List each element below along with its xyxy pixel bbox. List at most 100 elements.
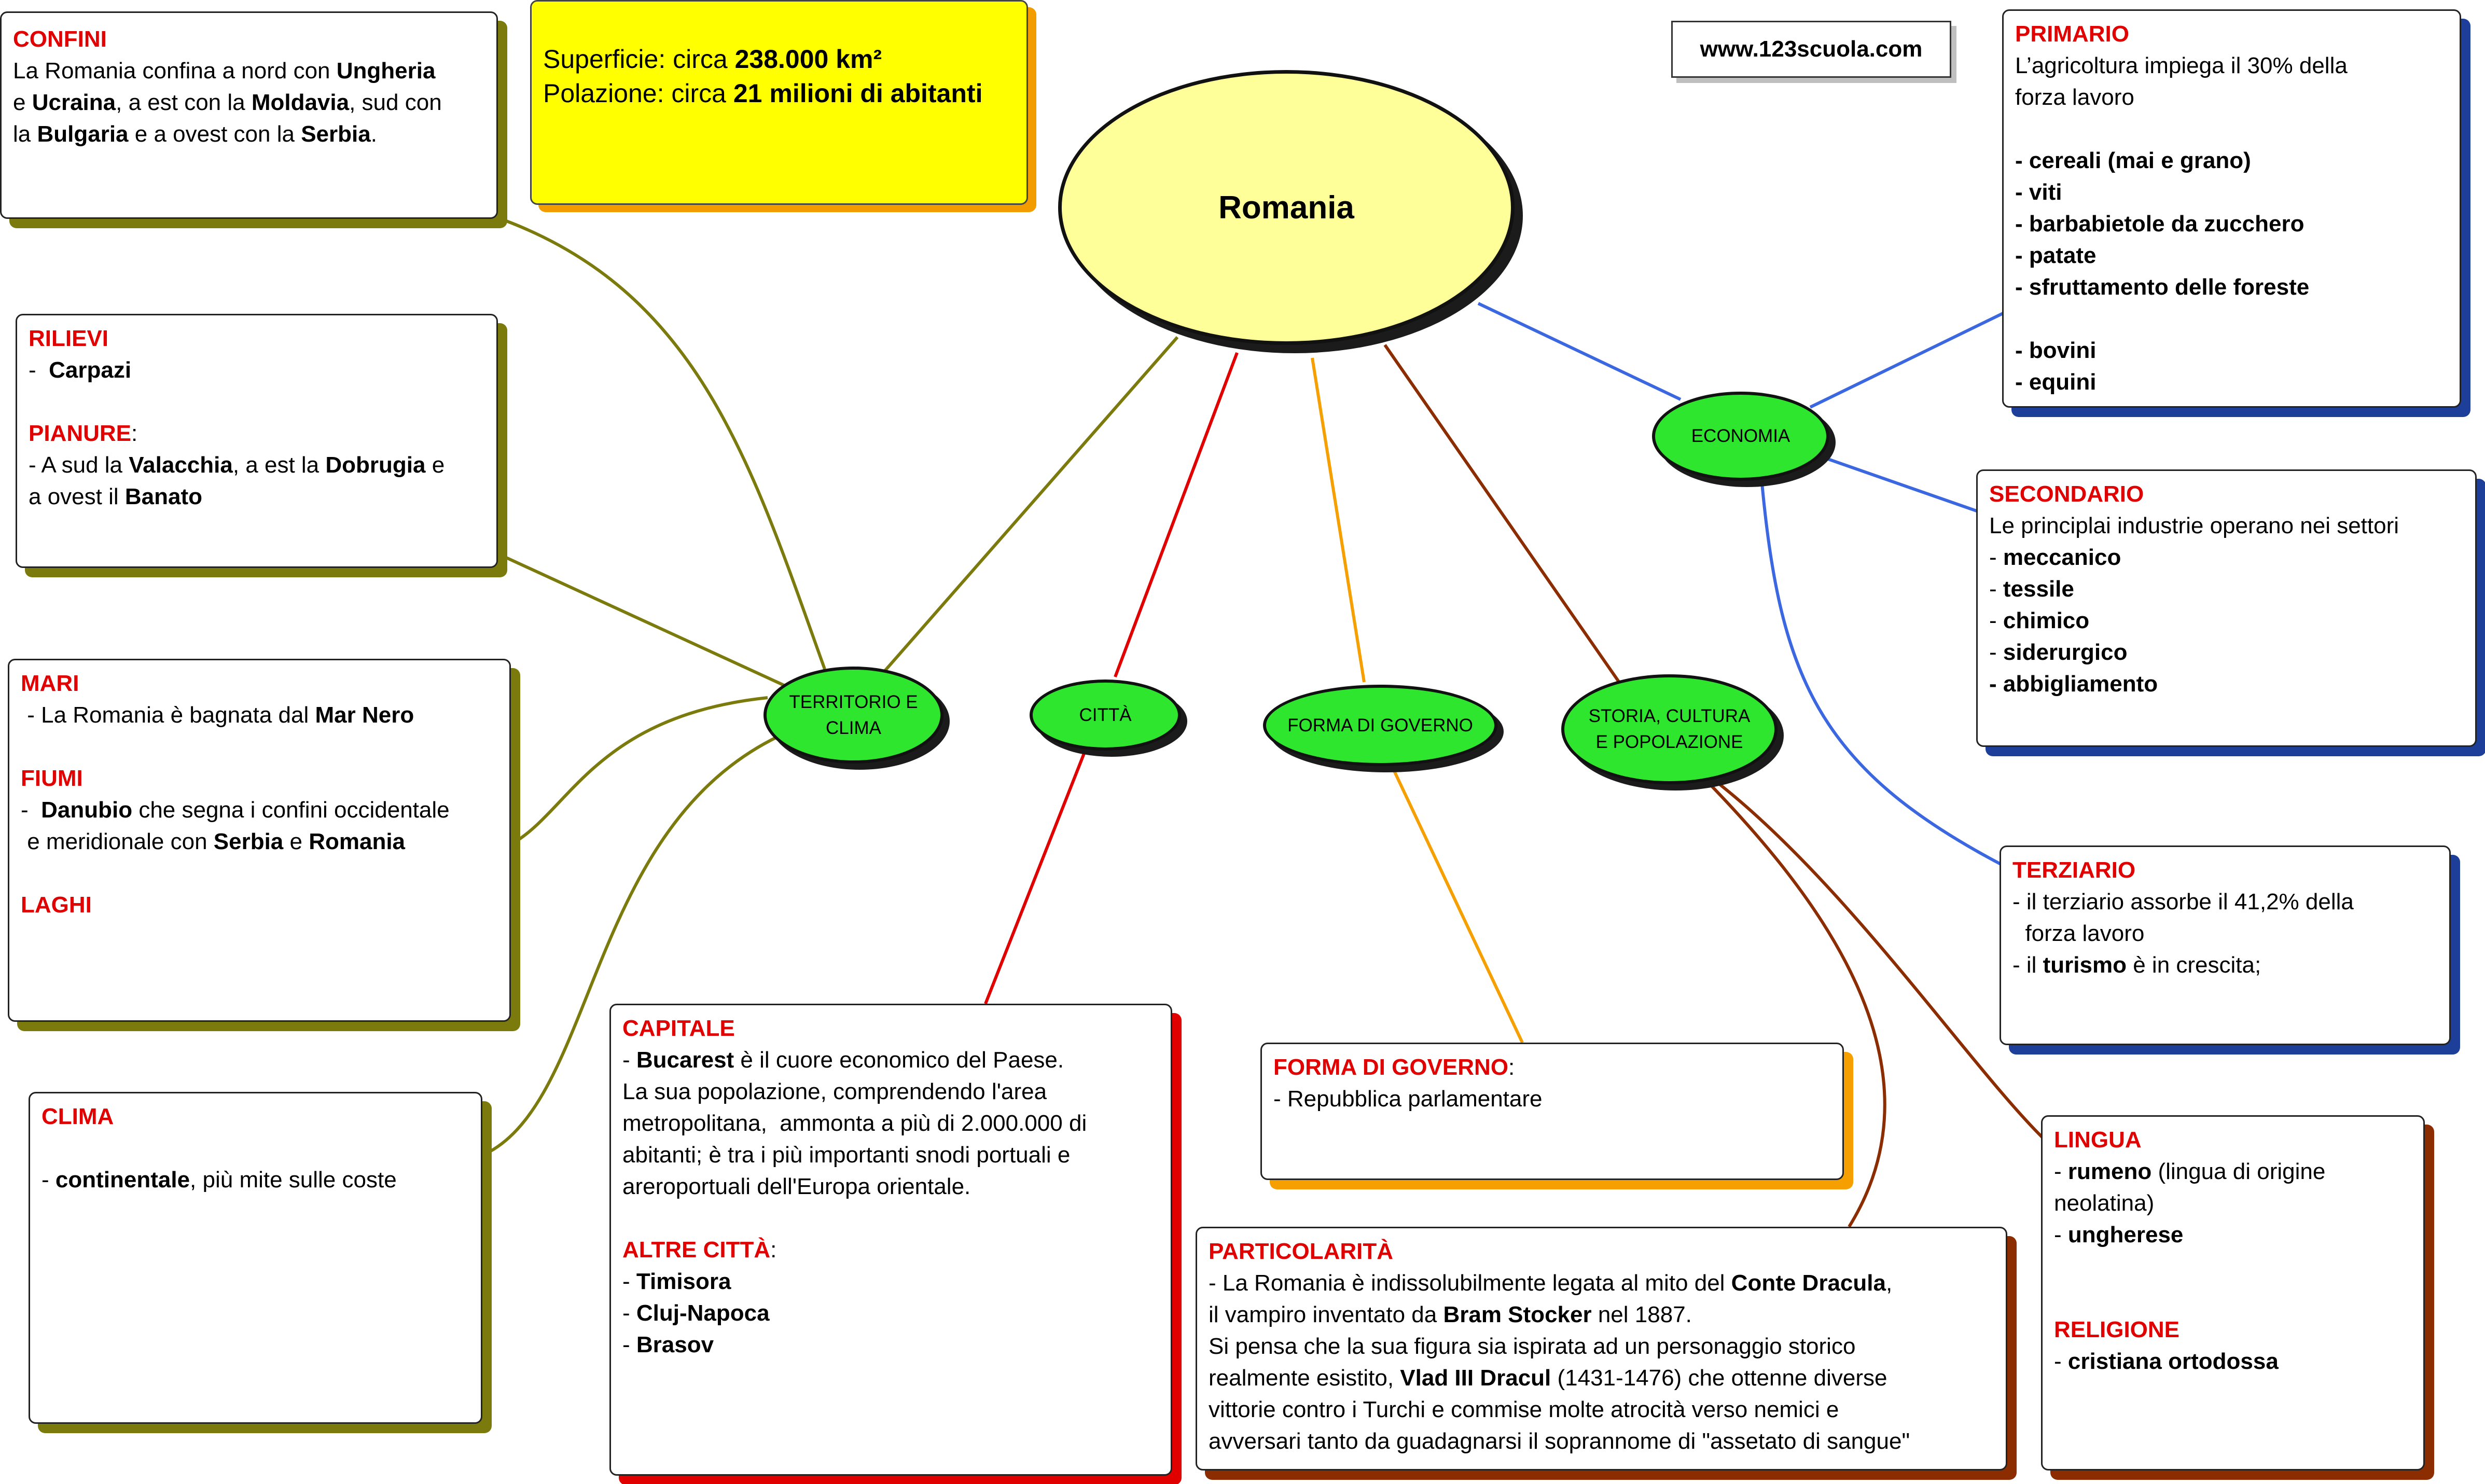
lingua-line: - cristiana ortodossa (2054, 1346, 2412, 1377)
section-heading: RILIEVI (29, 326, 109, 351)
primario-line: - sfruttamento delle foreste (2015, 271, 2448, 303)
text-segment: - (2054, 1222, 2068, 1247)
particolarita-line: - La Romania è indissolubilmente legata … (1209, 1267, 1994, 1299)
particolarita-line: avversari tanto da guadagnarsi il sopran… (1209, 1425, 1994, 1457)
website-label[interactable]: www.123scuola.com (1671, 21, 1951, 78)
particolarita-line: realmente esistito, Vlad III Dracul (143… (1209, 1362, 1994, 1394)
text-segment: , sud con (349, 90, 442, 115)
text-segment: - equini (2015, 369, 2097, 395)
text-segment: - (29, 357, 49, 383)
box-terziario: TERZIARIO - il terziario assorbe il 41,2%… (2000, 845, 2451, 1045)
blank-line (2054, 1282, 2412, 1314)
text-segment: . (370, 121, 377, 147)
blank-line (2015, 113, 2448, 145)
secondario-line: - chimico (1989, 605, 2464, 636)
text-segment: L’agricoltura impiega il 30% della (2015, 53, 2348, 78)
text-segment: e a ovest con la (128, 121, 301, 147)
mari-line: MARI (21, 668, 498, 699)
section-heading: ALTRE CITTÀ (622, 1237, 771, 1263)
connector-storia-lingua (1711, 776, 2048, 1143)
connector-citta-capitale (984, 746, 1088, 1005)
text-segment: : (1508, 1055, 1515, 1080)
text-segment: e meridionale con (21, 829, 214, 854)
text-segment: - patate (2015, 243, 2097, 268)
terziario-line: TERZIARIO (2012, 854, 2438, 886)
primario-line: - barbabietole da zucchero (2015, 208, 2448, 240)
box-confini: CONFINI La Romania confina a nord con Ung… (0, 11, 498, 219)
text-segment: : (131, 421, 138, 446)
text-segment: è il cuore economico del Paese. (734, 1047, 1064, 1073)
text-segment: Mar Nero (315, 702, 414, 728)
governo-line: FORMA DI GOVERNO: (1273, 1051, 1831, 1083)
lingua-line: - rumeno (lingua di origine (2054, 1156, 2412, 1187)
blank-line (2015, 303, 2448, 335)
info-population: Polazione: circa 21 milioni di abitanti (543, 76, 1015, 110)
text-segment: Serbia (301, 121, 371, 147)
text-segment: Ucraina (32, 90, 116, 115)
text-segment: - il terziario assorbe il 41,2% della (2012, 889, 2354, 914)
text-segment: - (622, 1047, 636, 1073)
capitale-line: metropolitana, ammonta a più di 2.000.00… (622, 1107, 1159, 1139)
text-segment: Danubio (41, 797, 133, 823)
capitale-line: - Bucarest è il cuore economico del Paes… (622, 1044, 1159, 1076)
clima-line: - continentale, più mite sulle coste (41, 1164, 469, 1196)
capitale-line: - Cluj-Napoca (622, 1297, 1159, 1329)
text-segment: Vlad III Dracul (1400, 1365, 1551, 1391)
text-segment: a ovest il (29, 484, 125, 509)
text-segment: metropolitana, ammonta a più di 2.000.00… (622, 1111, 1087, 1136)
text-segment: Romania (309, 829, 406, 854)
text-segment: la (13, 121, 37, 147)
connector-territorio-mari (512, 696, 768, 844)
text-segment: (lingua di origine (2151, 1159, 2326, 1184)
text-segment: rumeno (2067, 1159, 2152, 1184)
text-segment: , a est con la (116, 90, 252, 115)
text-segment: - (622, 1269, 636, 1294)
rilievi-line: RILIEVI (29, 323, 485, 354)
hub-citta-label: CITTÀ (1079, 704, 1132, 725)
primario-line: forza lavoro (2015, 81, 2448, 113)
text-segment: - bovini (2015, 338, 2097, 363)
text-segment: : (770, 1237, 777, 1263)
info-area: Superficie: circa 238.000 km² (543, 42, 1015, 76)
capitale-line: - Brasov (622, 1329, 1159, 1361)
section-heading: LINGUA (2054, 1127, 2142, 1153)
hub-economia: ECONOMIA (1652, 392, 1829, 481)
hub-forma-di-governo: FORMA DI GOVERNO (1263, 685, 1497, 766)
text-segment: Timisora (636, 1269, 731, 1294)
blank-line (21, 731, 498, 762)
text-segment: continentale (55, 1167, 190, 1192)
text-segment: il vampiro inventato da (1209, 1302, 1443, 1327)
confini-title: CONFINI (13, 26, 107, 52)
blank-line (29, 386, 485, 418)
text-segment: - (1989, 640, 2003, 665)
info-population-label: Polazione: circa (543, 79, 733, 108)
hub-territorio-line2: CLIMA (826, 717, 881, 738)
section-heading: CLIMA (41, 1104, 114, 1129)
blank-line (622, 1202, 1159, 1234)
text-segment: - La Romania è bagnata dal (21, 702, 315, 728)
section-heading: TERZIARIO (2012, 857, 2136, 883)
text-segment: Valacchia (129, 452, 233, 478)
text-segment: Moldavia (251, 90, 350, 115)
text-segment: Si pensa che la sua figura sia ispirata … (1209, 1334, 1856, 1359)
text-segment: Bulgaria (37, 121, 129, 147)
secondario-line: - abbigliamento (1989, 668, 2464, 700)
text-segment: areroportuali dell'Europa orientale. (622, 1174, 971, 1199)
text-segment: forza lavoro (2012, 921, 2145, 946)
text-segment: La Romania confina a nord con (13, 58, 337, 84)
mari-line: LAGHI (21, 889, 498, 921)
connector-economia-primario (1809, 310, 2008, 409)
text-segment: , più mite sulle coste (190, 1167, 397, 1192)
text-segment: ungherese (2067, 1222, 2184, 1247)
primario-line: - patate (2015, 240, 2448, 271)
blank-line (2054, 1251, 2412, 1282)
secondario-line: - tessile (1989, 573, 2464, 605)
section-heading: RELIGIONE (2054, 1317, 2180, 1342)
text-segment: - (2054, 1159, 2068, 1184)
capitale-line: La sua popolazione, comprendendo l'area (622, 1076, 1159, 1107)
confini-line: La Romania confina a nord con Ungheria (13, 55, 485, 87)
section-heading: SECONDARIO (1989, 481, 2144, 507)
